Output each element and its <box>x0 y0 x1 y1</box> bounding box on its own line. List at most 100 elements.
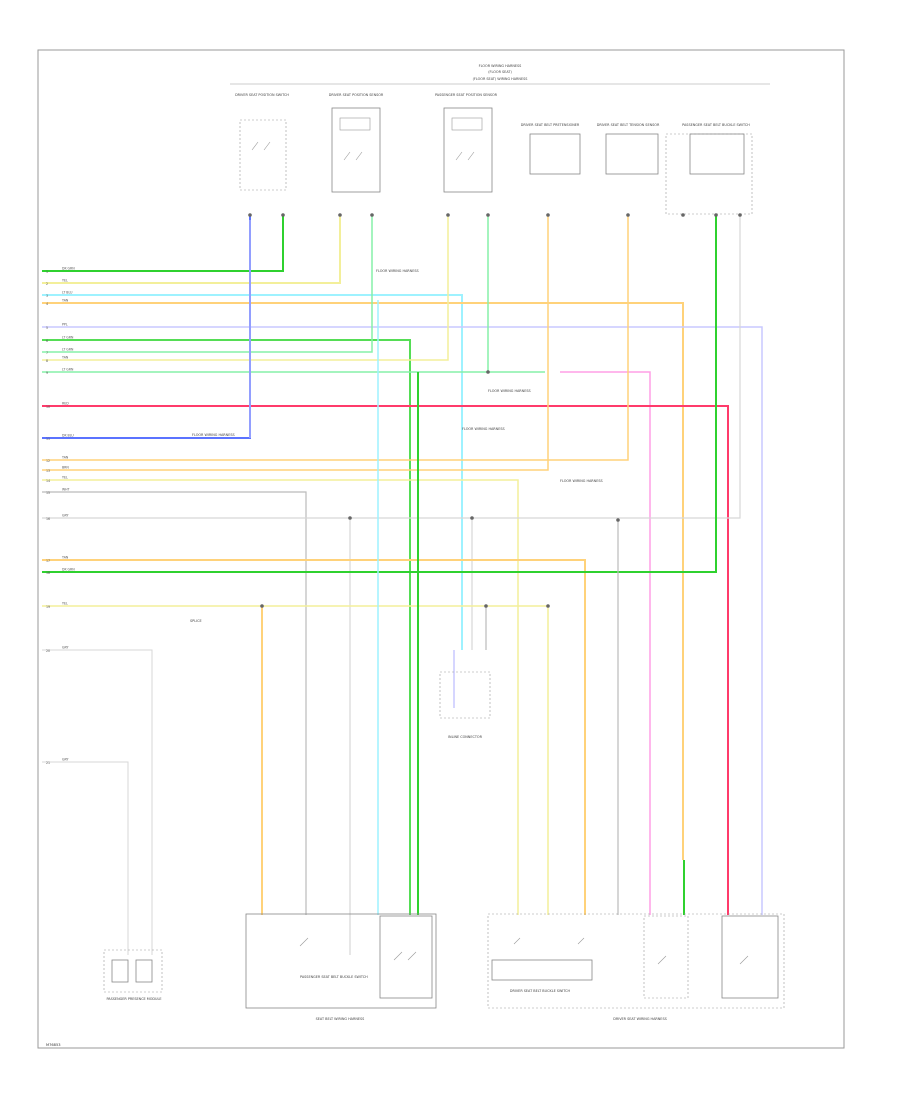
wire-row-number: 5 <box>46 326 48 330</box>
bottom-right-caption: DRIVER SEAT WIRING HARNESS <box>613 1017 667 1021</box>
switch-contacts-icon <box>251 141 271 151</box>
wire-dk-grn-2 <box>42 215 717 573</box>
wire-row-number: 9 <box>46 371 48 375</box>
wire-row-color: DK BLU <box>62 434 74 438</box>
top-component-5-label: DRIVER SEAT BELT TENSION SENSOR <box>597 123 660 127</box>
top-component-6-label: PASSENGER SEAT BELT BUCKLE SWITCH <box>682 123 750 127</box>
splice-dot <box>616 518 620 522</box>
wire-row-color: TAN <box>61 299 69 303</box>
wire-yel <box>42 215 341 284</box>
splice-label-6: SPLICE <box>190 619 202 623</box>
wire-row-number: 13 <box>46 469 50 473</box>
wire-row-color: RED <box>62 402 69 406</box>
wire-row-color: YEL <box>62 602 68 606</box>
wire-row-number: 18 <box>46 571 50 575</box>
splice-dot <box>470 516 474 520</box>
top-component-2: DRIVER SEAT POSITION SENSOR <box>329 93 384 193</box>
splice-dot <box>546 604 550 608</box>
top-component-3: PASSENGER SEAT POSITION SENSOR <box>435 93 498 193</box>
connector-pin-dot <box>248 213 252 217</box>
top-component-3-body <box>443 107 493 193</box>
wire-row-number: 8 <box>46 359 48 363</box>
top-component-4-label: DRIVER SEAT BELT PRETENSIONER <box>521 123 580 127</box>
inline-connector-label: INLINE CONNECTOR <box>448 735 483 739</box>
connector-pin-dot <box>546 213 550 217</box>
top-component-2-body <box>331 107 381 193</box>
connector-pin-dot <box>338 213 342 217</box>
splice-dot <box>348 516 352 520</box>
wire-red <box>42 405 729 915</box>
splice-label-5: FLOOR WIRING HARNESS <box>192 433 235 437</box>
wire-row-number: 3 <box>46 294 48 298</box>
bottom-left-module: PASSENGER PRESENCE MODULE <box>103 949 163 1001</box>
wire-row-number: 4 <box>46 302 48 306</box>
bottom-center-module-label: PASSENGER SEAT BELT BUCKLE SWITCH <box>300 975 368 979</box>
top-component-1-label: DRIVER SEAT POSITION SWITCH <box>235 93 289 97</box>
wire-row-color: TAN <box>61 356 69 360</box>
header-line-2: (FLOOR SEAT) <box>488 70 512 74</box>
wire-row-color: GRY <box>62 514 68 518</box>
wire-row-color: TAN <box>61 556 69 560</box>
bottom-center-module: PASSENGER SEAT BELT BUCKLE SWITCH SEAT B… <box>245 913 437 1021</box>
top-component-5: DRIVER SEAT BELT TENSION SENSOR <box>597 123 660 175</box>
wire-row-number: 11 <box>46 437 50 441</box>
wire-row-color: PPL <box>62 323 68 327</box>
wire-lt-grn-2 <box>42 215 373 353</box>
wire-row-color: LT GRN <box>62 348 74 352</box>
connector-pin-dot <box>486 213 490 217</box>
splice-label-4: FLOOR WIRING HARNESS <box>560 479 603 483</box>
switch-contacts-icon <box>299 937 417 961</box>
wire-row-number: 1 <box>46 270 48 274</box>
connector-pin-dot <box>626 213 630 217</box>
wire-pink <box>560 371 651 915</box>
wire-row-number: 21 <box>46 761 50 765</box>
top-component-3-label: PASSENGER SEAT POSITION SENSOR <box>435 93 498 97</box>
wire-row-color: LT GRN <box>62 336 74 340</box>
connector-pin-dot <box>738 213 742 217</box>
wire-tan-3 <box>42 215 629 461</box>
switch-contacts-icon <box>455 151 475 161</box>
wire-row-color: GRY <box>62 646 68 650</box>
splice-label-2: FLOOR WIRING HARNESS <box>488 389 531 393</box>
splice-dot <box>484 604 488 608</box>
top-component-1: DRIVER SEAT POSITION SWITCH <box>235 93 289 191</box>
wire-dk-grn <box>42 215 284 272</box>
switch-contacts-icon <box>343 151 363 161</box>
wire-row-number: 12 <box>46 459 50 463</box>
wire-wht <box>42 517 351 955</box>
connector-pin-dot <box>281 213 285 217</box>
top-component-2-label: DRIVER SEAT POSITION SENSOR <box>329 93 384 97</box>
wire-row-color: WHT <box>62 488 70 492</box>
wire-row-number: 15 <box>46 491 50 495</box>
wire-row-number: 14 <box>46 479 50 483</box>
connector-pin-dot <box>446 213 450 217</box>
wire-row-number: 2 <box>46 282 48 286</box>
wire-row-number: 7 <box>46 351 48 355</box>
top-component-5-body <box>605 133 659 175</box>
wire-tan <box>42 302 684 860</box>
splice-label-3: FLOOR WIRING HARNESS <box>462 427 505 431</box>
bottom-center-caption: SEAT BELT WIRING HARNESS <box>316 1017 365 1021</box>
wire-brn <box>42 215 549 471</box>
diagram-frame <box>37 49 845 1049</box>
wire-row-number: 17 <box>46 559 50 563</box>
wire-tan-4 <box>42 559 586 915</box>
wire-row-color: DK GRN <box>62 267 75 271</box>
wire-yel-2 <box>42 479 519 915</box>
wire-row-number: 16 <box>46 517 50 521</box>
bottom-right-module-label: DRIVER SEAT BELT BUCKLE SWITCH <box>510 989 571 993</box>
wire-group <box>42 213 763 955</box>
wire-lt-grn-3 <box>42 215 489 373</box>
wire-wht-3 <box>472 215 741 519</box>
splice-label-1: FLOOR WIRING HARNESS <box>376 269 419 273</box>
wire-wht-5 <box>42 761 129 955</box>
wire-row-number: 6 <box>46 339 48 343</box>
wire-lt-blu <box>42 294 463 650</box>
wire-row-number: 10 <box>46 405 50 409</box>
top-component-4-body <box>529 133 581 175</box>
wire-lt-grn-1 <box>42 339 411 915</box>
connector-pin-dot <box>370 213 374 217</box>
bottom-right-module: DRIVER SEAT BELT BUCKLE SWITCH DRIVER SE… <box>487 913 785 1021</box>
top-component-1-body <box>239 119 287 191</box>
